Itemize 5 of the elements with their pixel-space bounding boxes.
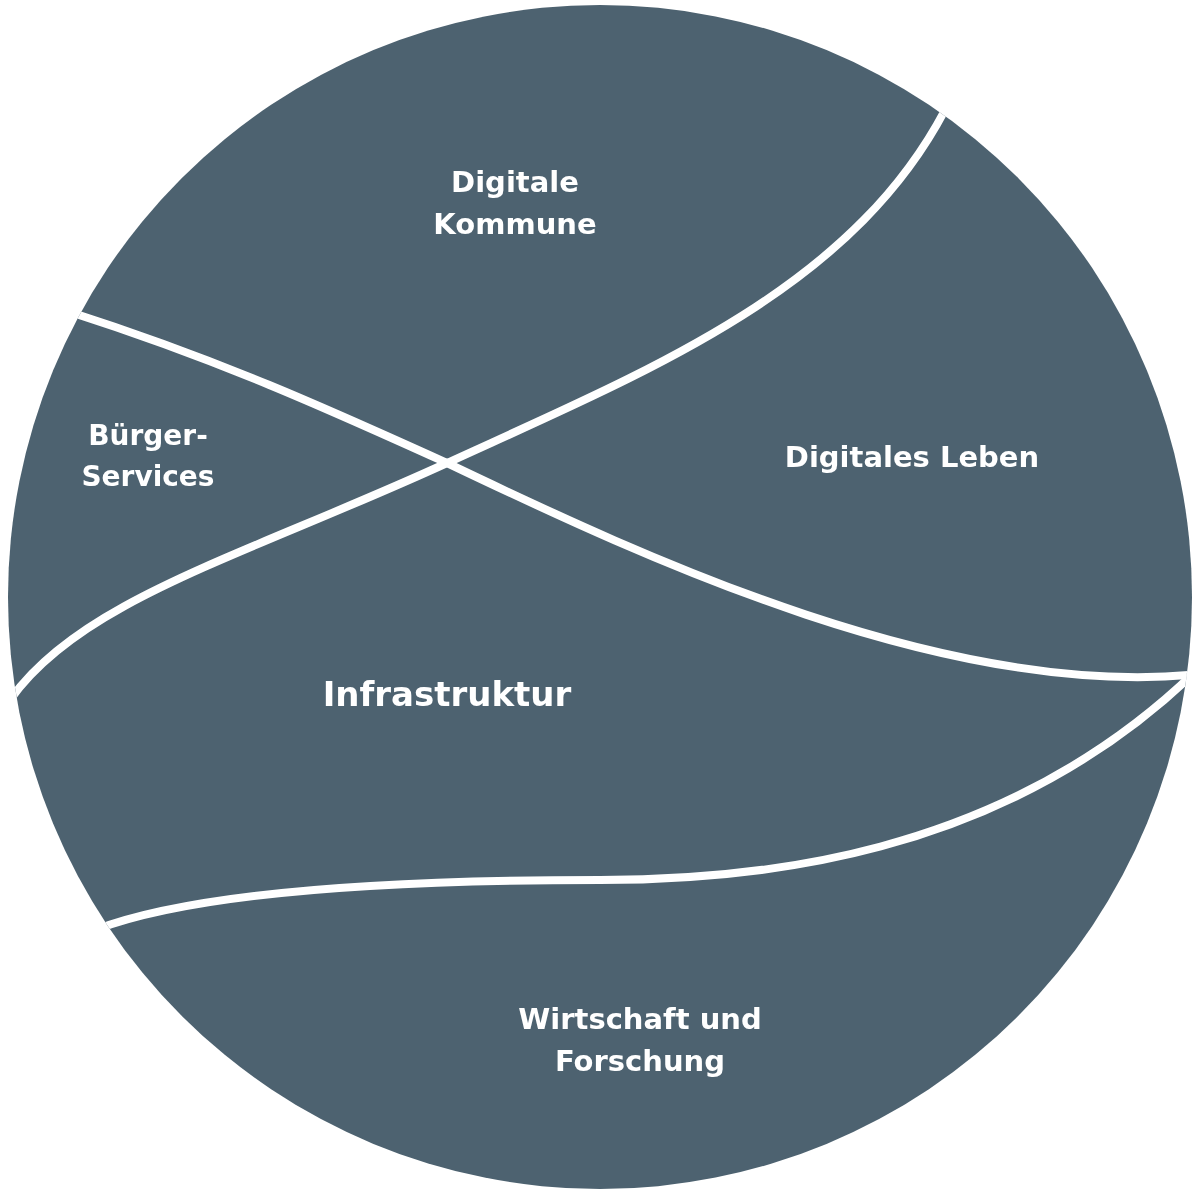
segment-label: Infrastruktur [282,670,612,720]
segment-label: Digitales Leben [747,436,1077,478]
segment-label: Wirtschaft und Forschung [490,997,790,1083]
segment-label: Bürger-Services [63,416,233,498]
segment-label: Digitale Kommune [405,160,625,246]
